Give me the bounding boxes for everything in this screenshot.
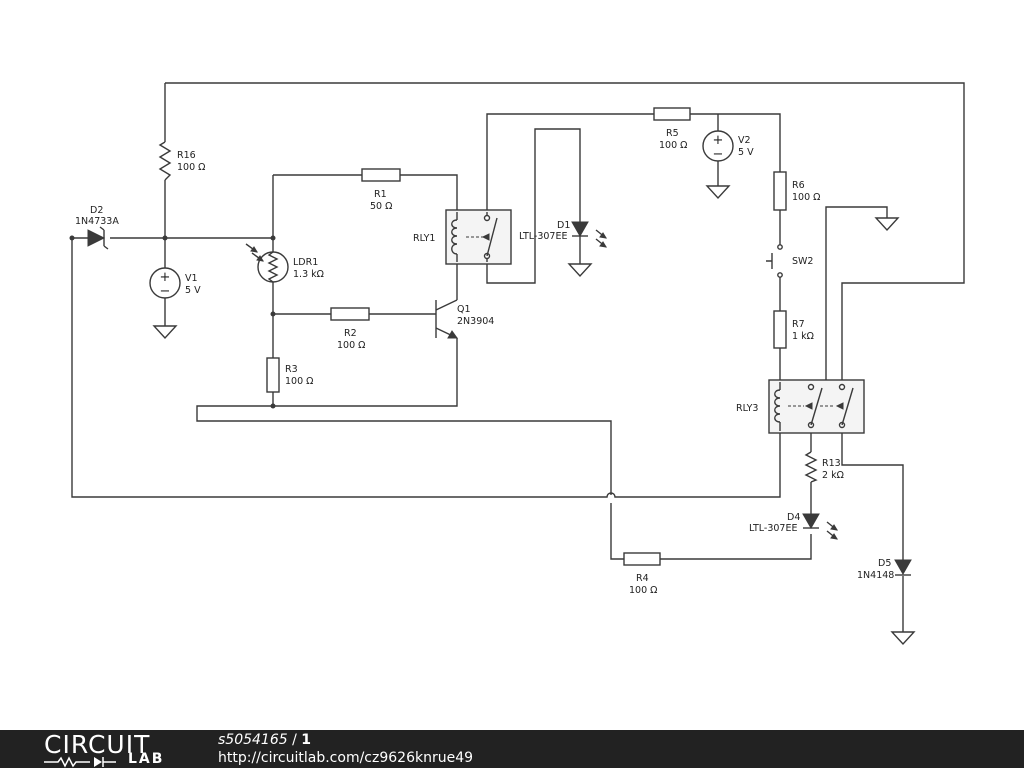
d1-ref: D1 [557,220,570,231]
logo-lab-text: LAB [128,751,165,767]
transistor-q1[interactable]: Q1 2N3904 [435,299,494,339]
r2-ref: R2 [344,328,357,339]
light-arrows-icon [245,243,264,262]
wires [71,82,965,632]
r16-ref: R16 [177,150,196,161]
ldr1-value: 1.3 kΩ [293,269,324,280]
rly3-ref: RLY3 [736,403,758,414]
resistor-r13[interactable]: R13 2 kΩ [804,451,844,483]
resistor-r3[interactable]: R3 100 Ω [266,357,313,393]
circuit-id: s5054165 [218,732,288,748]
d5-value: 1N4148 [857,570,894,581]
r7-value: 1 kΩ [792,331,814,342]
d5-ref: D5 [878,558,891,569]
d2-ref: D2 [90,205,103,216]
junction-dots [69,235,276,409]
r4-ref: R4 [636,573,649,584]
relay-rly1[interactable]: RLY1 [413,209,512,265]
r2-value: 100 Ω [337,340,365,351]
v2-ref: V2 [738,135,751,146]
rly1-ref: RLY1 [413,233,435,244]
circuit-schematic: R16 100 Ω D2 1N4733A + − V1 5 V LDR1 1.3… [69,82,965,646]
resistor-r5[interactable]: R5 100 Ω [653,107,691,151]
page-number: 1 [301,732,312,748]
circuit-url-link[interactable]: http://circuitlab.com/cz9626knrue49 [218,750,474,766]
photoresistor-ldr1[interactable]: LDR1 1.3 kΩ [245,243,324,283]
voltage-source-v1[interactable]: + − V1 5 V [149,267,201,299]
v1-value: 5 V [185,285,201,296]
ground-d1 [567,263,593,278]
d4-value: LTL-307EE [749,523,797,534]
light-emission-icon [595,229,607,248]
resistor-r6[interactable]: R6 100 Ω [773,171,820,211]
r5-value: 100 Ω [659,140,687,151]
q1-value: 2N3904 [457,316,494,327]
r1-ref: R1 [374,189,387,200]
v1-ref: V1 [185,273,198,284]
pushbutton-sw2[interactable]: SW2 [766,244,813,278]
circuit-title: s5054165 / 1 [218,732,311,749]
r3-value: 100 Ω [285,376,313,387]
r1-value: 50 Ω [370,201,392,212]
resistor-r4[interactable]: R4 100 Ω [623,552,661,596]
q1-ref: Q1 [457,304,471,315]
led-d1[interactable]: D1 LTL-307EE [519,220,607,248]
voltage-source-v2[interactable]: + − V2 5 V [702,130,754,162]
resistor-r7[interactable]: R7 1 kΩ [773,310,814,349]
relay-rly3[interactable]: RLY3 [736,379,865,434]
zener-diode-d2[interactable]: D2 1N4733A [75,205,119,250]
v2-minus: − [713,147,724,162]
d1-value: LTL-307EE [519,231,567,242]
ground-v1 [152,325,178,340]
v1-plus: + [160,270,171,285]
title-separator: / [287,732,302,748]
r13-ref: R13 [822,458,841,469]
resistor-r16[interactable]: R16 100 Ω [158,141,205,181]
resistor-r2[interactable]: R2 100 Ω [330,307,370,351]
ldr1-ref: LDR1 [293,257,318,268]
sw2-ref: SW2 [792,256,813,267]
r5-ref: R5 [666,128,679,139]
ground-rly3 [874,217,900,232]
v2-value: 5 V [738,147,754,158]
ground-v2 [705,185,731,200]
led-d4[interactable]: D4 LTL-307EE [749,512,838,540]
r7-ref: R7 [792,319,805,330]
d2-value: 1N4733A [75,216,119,227]
d4-ref: D4 [787,512,800,523]
r3-ref: R3 [285,364,298,375]
logo-resistor-icon [44,756,116,768]
light-emission-icon [826,521,838,540]
ground-d5 [890,631,916,646]
v2-plus: + [713,133,724,148]
r13-value: 2 kΩ [822,470,844,481]
logo-circuit-text: CIRCUIT [44,730,151,759]
r16-value: 100 Ω [177,162,205,173]
r6-ref: R6 [792,180,805,191]
v1-minus: − [160,284,171,299]
footer-bar: CIRCUIT LAB s5054165 / 1 http://circuitl… [0,730,1024,768]
diode-d5[interactable]: D5 1N4148 [857,558,912,581]
r6-value: 100 Ω [792,192,820,203]
resistor-r1[interactable]: R1 50 Ω [361,168,401,212]
r4-value: 100 Ω [629,585,657,596]
